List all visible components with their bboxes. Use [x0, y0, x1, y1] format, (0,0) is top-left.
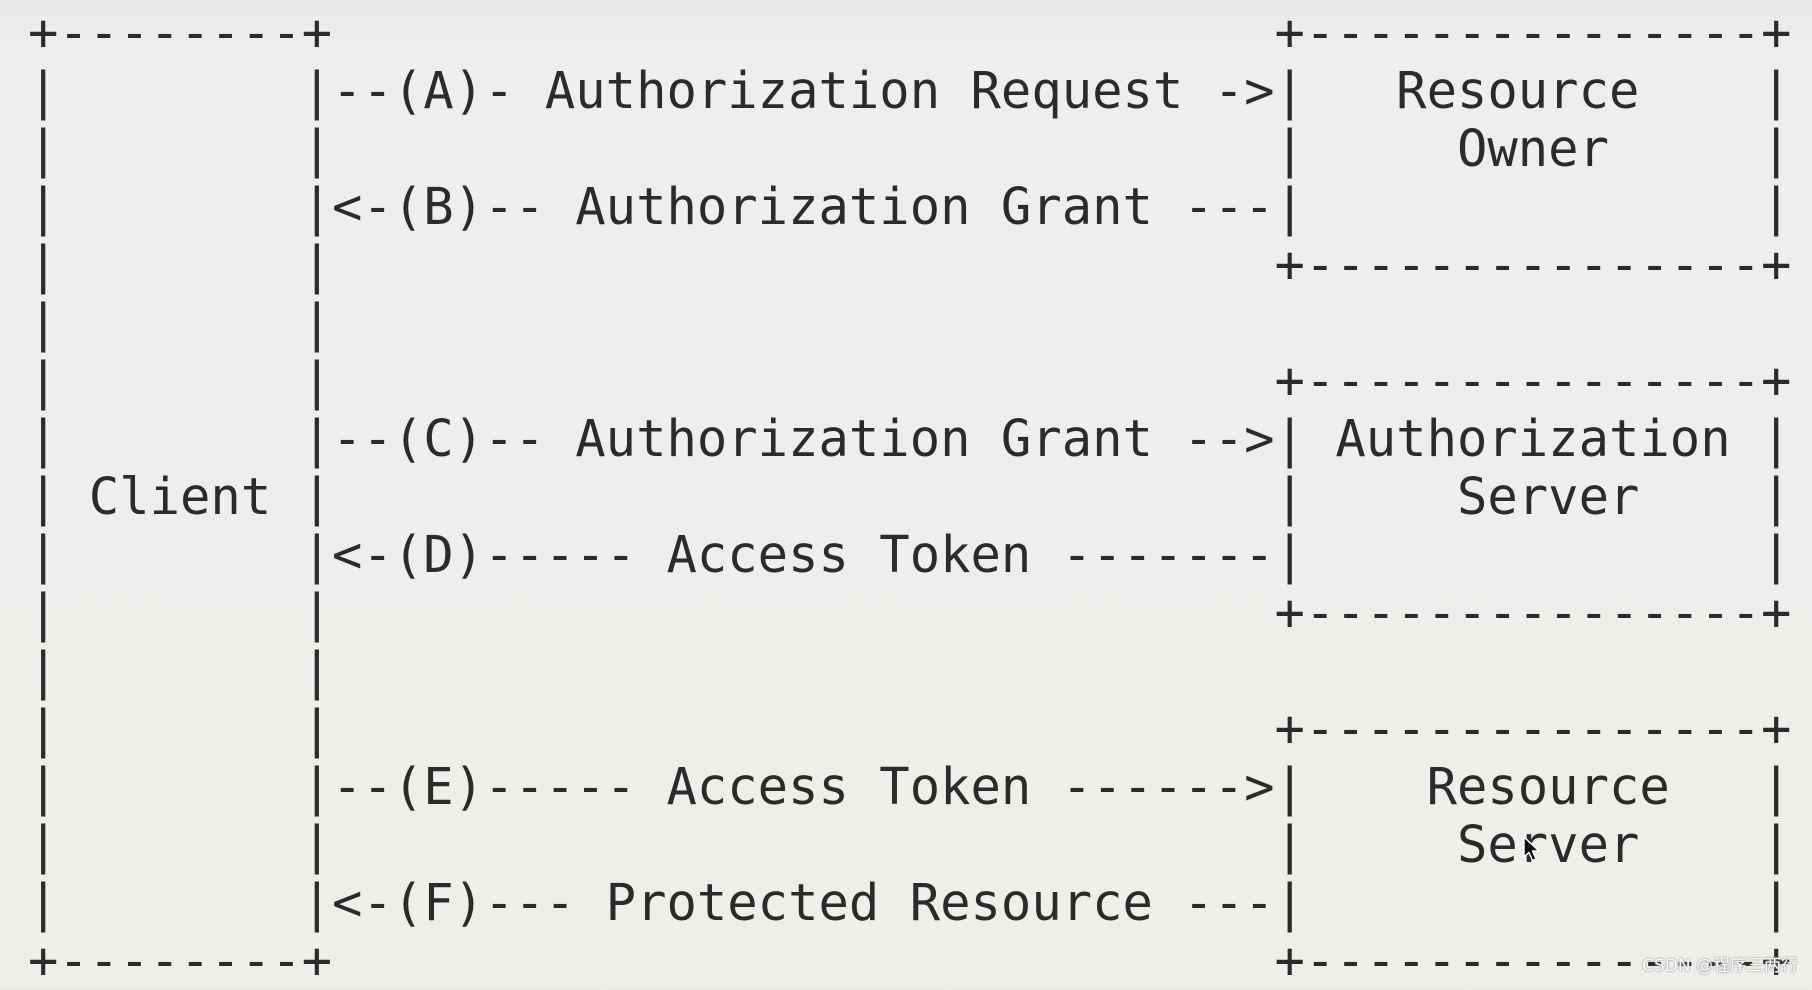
diagram-line: +--------+ +---------------+ — [28, 931, 1792, 990]
diagram-line: | |--(E)----- Access Token ------>| Reso… — [28, 757, 1792, 816]
diagram-line: | | +---------------+ — [28, 583, 1792, 642]
diagram-line: | | +---------------+ — [28, 351, 1792, 410]
diagram-line: | | — [28, 641, 333, 700]
mouse-pointer-icon — [1523, 836, 1540, 862]
diagram-line: | |--(A)- Authorization Request ->| Reso… — [28, 61, 1792, 120]
diagram-line: | | — [28, 293, 333, 352]
diagram-line: | |<-(D)----- Access Token -------| | — [28, 525, 1792, 584]
watermark: CSDN @程序三两行 — [1642, 956, 1798, 976]
diagram-line: | | +---------------+ — [28, 699, 1792, 758]
diagram-line: | |<-(B)-- Authorization Grant ---| | — [28, 177, 1792, 236]
diagram-line: | |--(C)-- Authorization Grant -->| Auth… — [28, 409, 1792, 468]
diagram-line: | | | Server | — [28, 815, 1792, 874]
diagram-line: +--------+ +---------------+ — [28, 3, 1792, 62]
diagram-line: | Client | | Server | — [28, 467, 1792, 526]
diagram-line: | |<-(F)--- Protected Resource ---| | — [28, 873, 1792, 932]
diagram-line: | | +---------------+ — [28, 235, 1792, 294]
diagram-line: | | | Owner | — [28, 119, 1792, 178]
